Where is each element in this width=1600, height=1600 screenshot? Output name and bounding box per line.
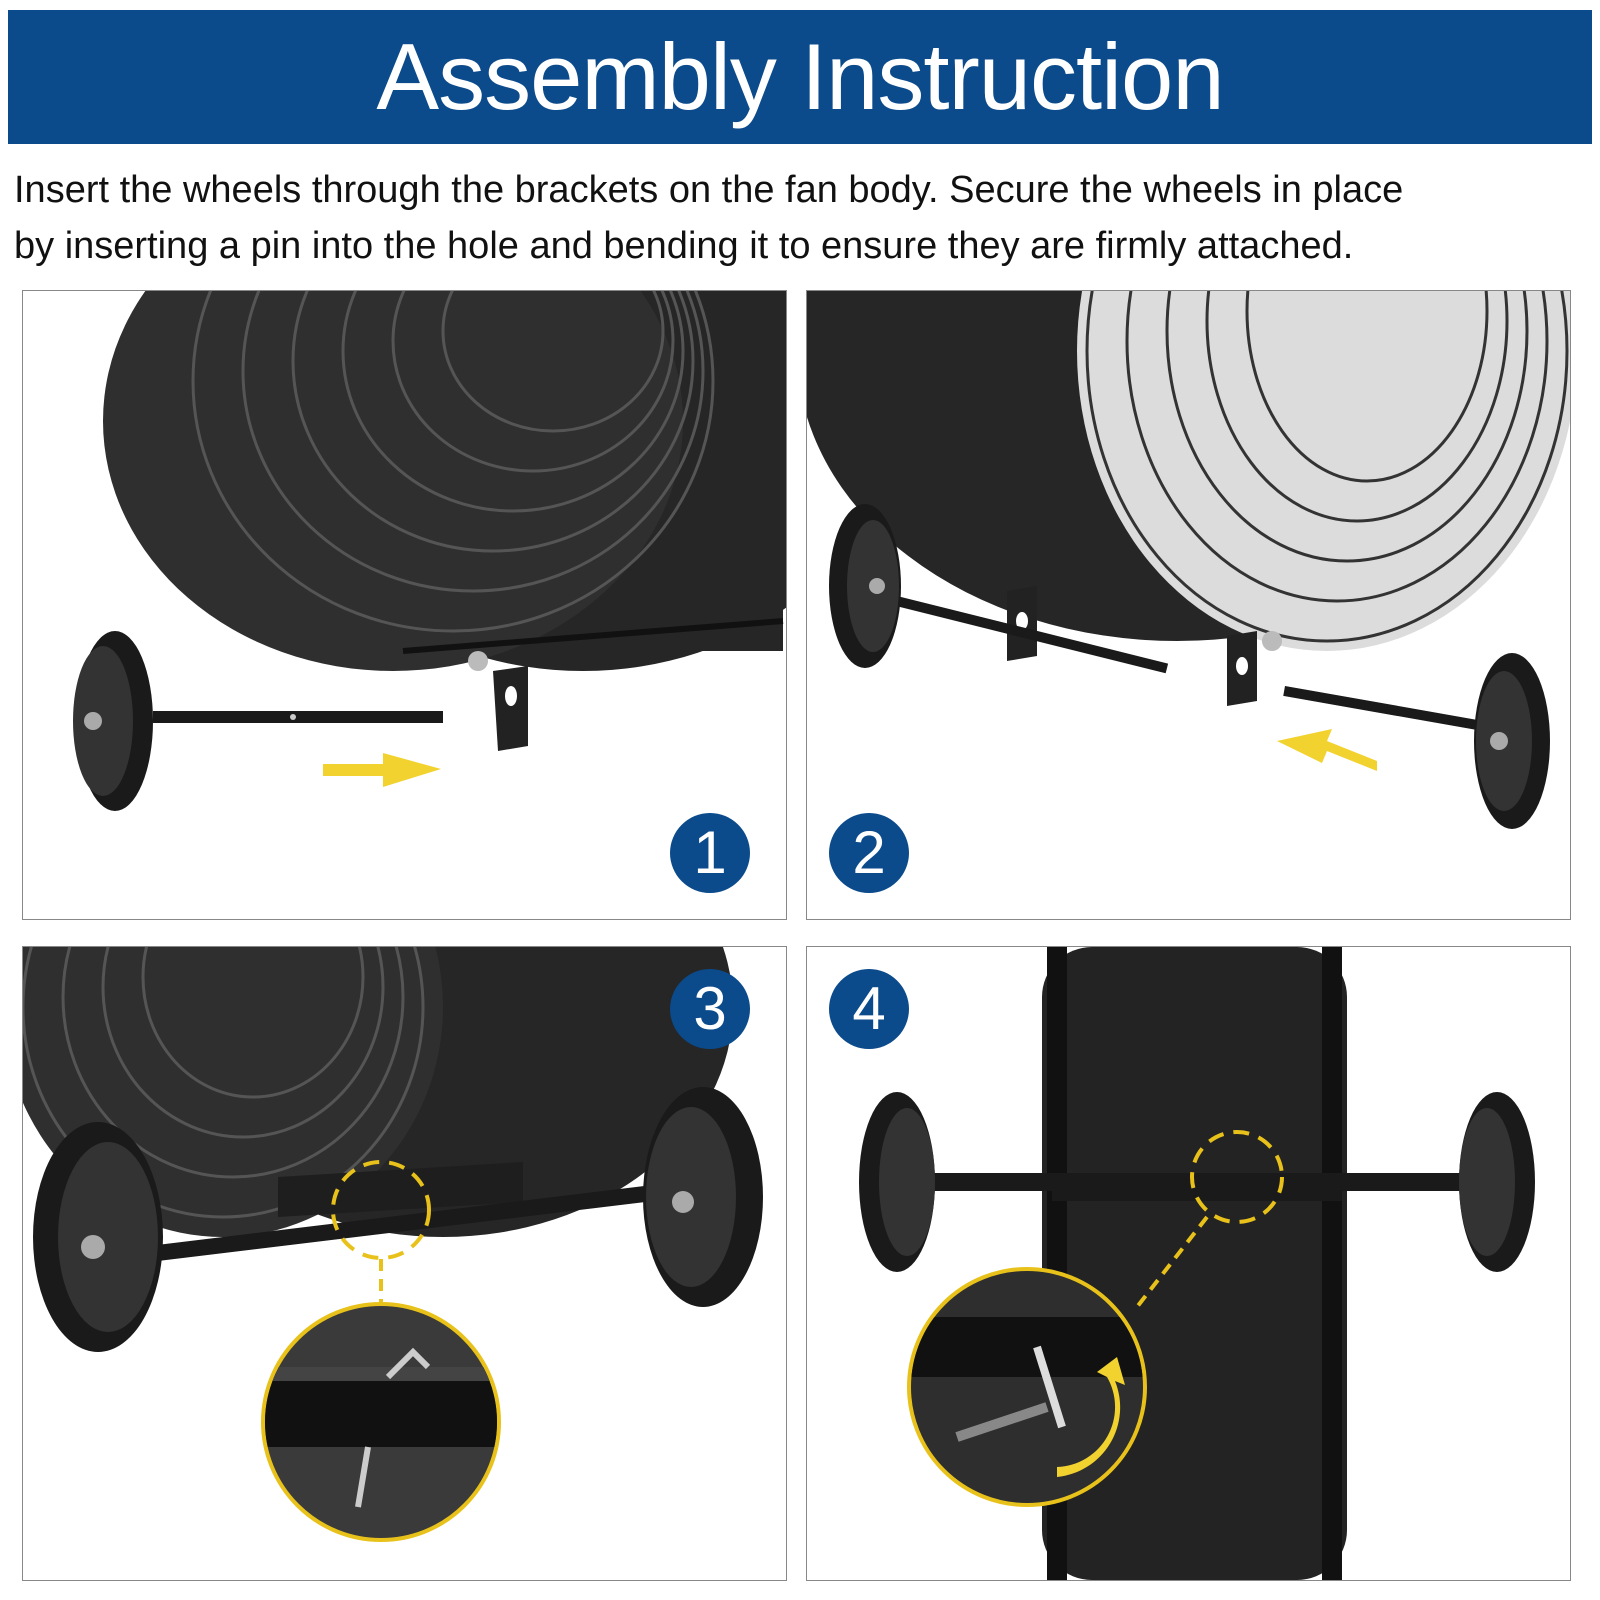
step-4-panel: 4 (806, 946, 1571, 1581)
instruction-text: Insert the wheels through the brackets o… (14, 162, 1594, 274)
pin-highlight-icon (331, 1160, 431, 1260)
step-3-illustration (23, 947, 763, 1542)
bend-arrow-icon (1057, 1357, 1125, 1477)
step-4-illustration (859, 947, 1535, 1580)
page-title: Assembly Instruction (376, 24, 1224, 129)
step-3-badge: 3 (670, 969, 750, 1049)
step-3-panel: 3 (22, 946, 787, 1581)
insert-arrow-icon (1277, 729, 1377, 771)
instruction-line-1: Insert the wheels through the brackets o… (14, 169, 1404, 211)
step-2-panel: 2 (806, 290, 1571, 920)
step-2-illustration (807, 291, 1570, 829)
instruction-line-2: by inserting a pin into the hole and ben… (14, 225, 1354, 267)
pin-highlight-icon (1190, 1130, 1284, 1224)
insert-arrow-icon (323, 753, 441, 787)
step-1-illustration (73, 291, 786, 811)
step-4-badge: 4 (829, 969, 909, 1049)
step-1-panel: 1 (22, 290, 787, 920)
step-1-badge: 1 (670, 813, 750, 893)
step-2-badge: 2 (829, 813, 909, 893)
title-banner: Assembly Instruction (8, 10, 1592, 144)
